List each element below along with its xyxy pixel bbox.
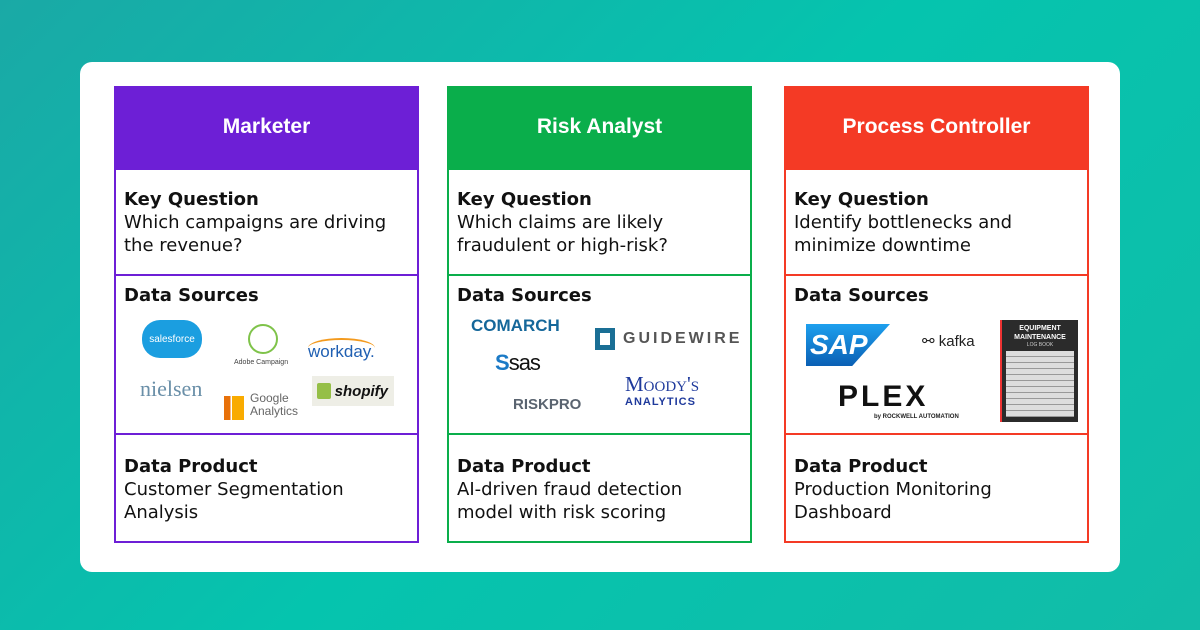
data-product-text: Customer Segmentation Analysis [124, 479, 344, 523]
adobe-campaign-icon [248, 324, 278, 354]
data-product-label: Data Product [124, 456, 258, 477]
sas-icon: S [495, 350, 510, 375]
key-question-label: Key Question [457, 189, 592, 210]
kafka-text: kafka [938, 333, 975, 350]
column-title: Process Controller [784, 86, 1089, 168]
moodys-analytics-text: ANALYTICS [625, 396, 696, 408]
shopify-text: shopify [334, 382, 388, 400]
data-product-label: Data Product [794, 456, 928, 477]
kafka-logo: ⚯ kafka [922, 332, 975, 350]
data-sources-label: Data Sources [794, 285, 929, 306]
data-sources-section: Data Sources COMARCH GUIDEWIRE Ssas Mood… [449, 274, 750, 433]
data-product-label: Data Product [457, 456, 591, 477]
comarch-logo: COMARCH [471, 316, 560, 335]
sas-text: sas [508, 350, 541, 375]
column-marketer: Marketer Key Question Which campaigns ar… [114, 86, 419, 543]
google-text: Google [250, 391, 289, 405]
key-question-section: Key Question Which campaigns are driving… [116, 168, 417, 274]
salesforce-logo: salesforce [142, 320, 202, 358]
data-product-section: Data Product Customer Segmentation Analy… [116, 433, 417, 532]
data-sources-section: Data Sources salesforce Adobe Campaign w… [116, 274, 417, 433]
data-product-section: Data Product Production Monitoring Dashb… [786, 433, 1087, 532]
shopify-bag-icon [316, 383, 331, 399]
data-sources-label: Data Sources [457, 285, 592, 306]
data-product-text: Production Monitoring Dashboard [794, 479, 992, 523]
kafka-icon: ⚯ [922, 333, 939, 350]
logbook-title: EQUIPMENT MAINTENANCE [1014, 325, 1066, 341]
moodys-logo: Moody's [625, 372, 700, 396]
column-title: Marketer [114, 86, 419, 168]
data-product-text: AI-driven fraud detection model with ris… [457, 479, 683, 523]
riskpro-logo: RISKPRO [513, 396, 582, 413]
rockwell-text: by ROCKWELL AUTOMATION [874, 414, 959, 420]
shopify-logo: shopify [312, 376, 394, 406]
adobe-campaign-logo: Adobe Campaign [234, 359, 289, 366]
data-sources-label: Data Sources [124, 285, 259, 306]
key-question-text: Which campaigns are driving the revenue? [124, 212, 387, 256]
sas-logo: Ssas [495, 350, 541, 376]
key-question-label: Key Question [124, 189, 259, 210]
guidewire-icon [595, 328, 615, 350]
column-risk-analyst: Risk Analyst Key Question Which claims a… [447, 86, 752, 543]
key-question-text: Identify bottlenecks and minimize downti… [794, 212, 1013, 256]
key-question-section: Key Question Which claims are likely fra… [449, 168, 750, 274]
data-sources-section: Data Sources SAP ⚯ kafka PLEX by ROCKWEL… [786, 274, 1087, 433]
analytics-text: Analytics [250, 404, 299, 418]
data-product-section: Data Product AI-driven fraud detection m… [449, 433, 750, 532]
plex-logo: PLEX [838, 380, 929, 413]
key-question-text: Which claims are likely fraudulent or hi… [457, 212, 668, 256]
key-question-label: Key Question [794, 189, 929, 210]
maintenance-logbook-image: EQUIPMENT MAINTENANCE LOG BOOK [1000, 320, 1078, 422]
column-title: Risk Analyst [447, 86, 752, 168]
logbook-subtitle: LOG BOOK [1026, 342, 1054, 348]
guidewire-logo: GUIDEWIRE [623, 330, 743, 347]
sap-logo: SAP [806, 324, 890, 366]
logbook-form [1006, 351, 1074, 417]
nielsen-logo: nielsen [140, 376, 203, 401]
workday-logo: workday. [308, 338, 375, 362]
column-process-controller: Process Controller Key Question Identify… [784, 86, 1089, 543]
google-analytics-icon [224, 396, 244, 420]
key-question-section: Key Question Identify bottlenecks and mi… [786, 168, 1087, 274]
